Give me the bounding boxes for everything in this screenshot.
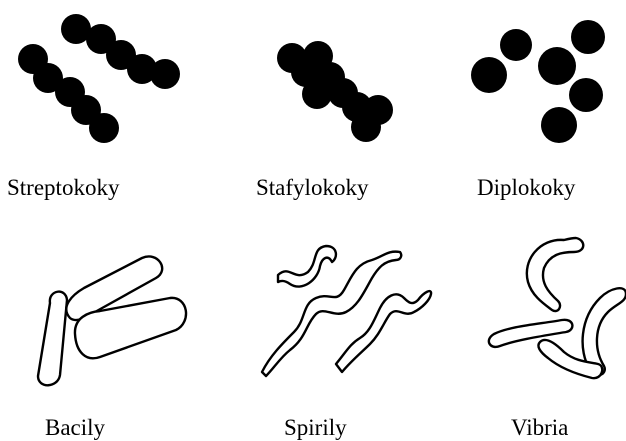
diplococci-illustration bbox=[471, 20, 605, 143]
label-stafylokoky: Stafylokoky bbox=[256, 175, 368, 201]
label-spirily: Spirily bbox=[284, 415, 347, 441]
vibrios-illustration bbox=[489, 238, 626, 378]
spirilla-illustration bbox=[262, 246, 431, 376]
label-vibria: Vibria bbox=[511, 415, 568, 441]
label-diplokoky: Diplokoky bbox=[477, 175, 575, 201]
staphylococci-illustration bbox=[277, 41, 393, 142]
label-bacily: Bacily bbox=[45, 415, 105, 441]
label-streptokoky: Streptokoky bbox=[7, 175, 119, 201]
streptococci-illustration bbox=[18, 14, 180, 143]
bacilli-illustration bbox=[38, 256, 186, 385]
